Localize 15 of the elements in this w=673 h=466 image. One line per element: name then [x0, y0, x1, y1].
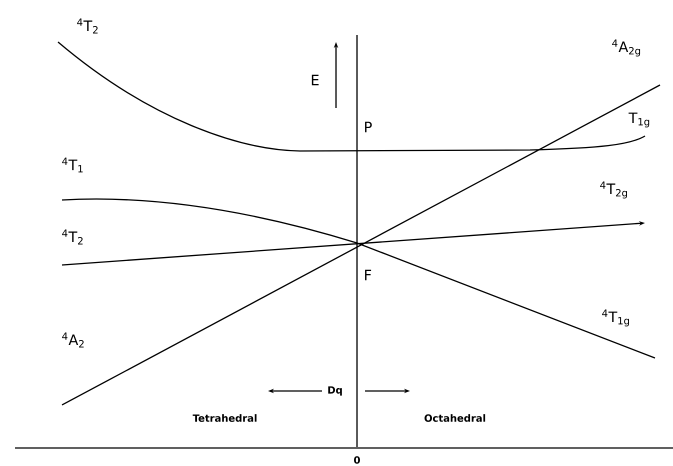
term-label: $^{4}$T$_{1}$: [62, 158, 83, 172]
term-label: T$_{1g}$: [628, 112, 650, 128]
region-label: Octahedral: [424, 414, 486, 422]
term-label: $^{4}$T$_{2}$: [77, 18, 98, 34]
term-label: $^{4}$T$_{2g}$: [600, 182, 627, 198]
term-label: $^{4}$T$_{1g}$: [602, 310, 629, 326]
region-label: Tetrahedral: [192, 414, 256, 422]
term-label: $^{4}$T$_{2}$: [62, 230, 83, 244]
axis-tick-label: 0: [354, 456, 360, 464]
axis-label: Dq: [328, 386, 342, 396]
point-label: F: [365, 270, 372, 280]
axis-label: E: [312, 74, 319, 86]
term-label: $^{4}$A$_{2}$: [62, 332, 84, 348]
point-label: P: [365, 122, 372, 132]
term-label: $^{4}$A$_{2g}$: [612, 40, 640, 56]
